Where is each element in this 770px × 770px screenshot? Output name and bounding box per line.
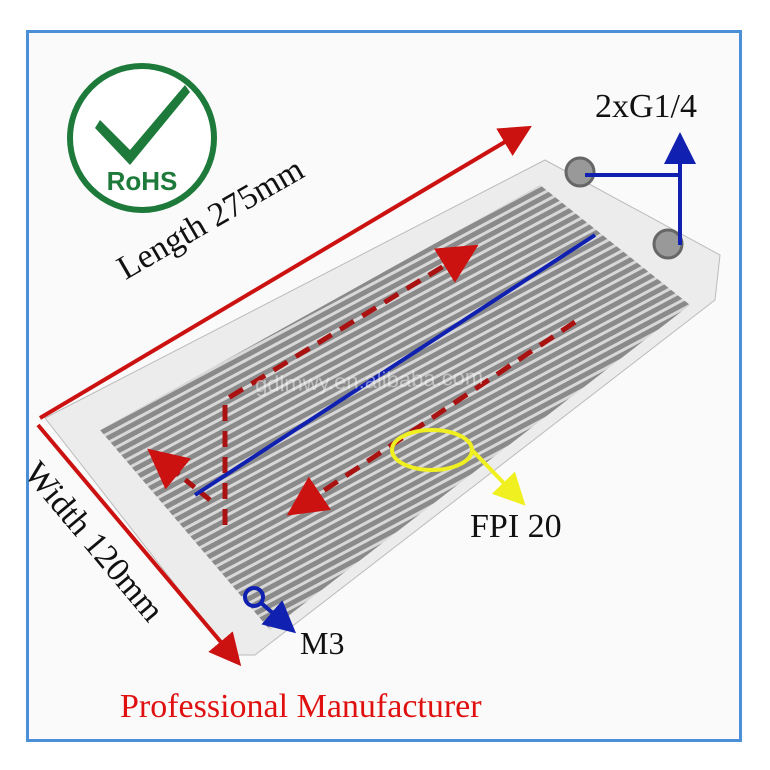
m3-pointer [258,600,297,634]
port-top [564,156,596,188]
m3-hole-marker [243,586,265,608]
flow-path-return [286,319,577,516]
length-arrow [38,125,532,420]
width-arrow [36,423,242,667]
center-line [193,233,597,497]
port-bottom [652,228,684,260]
svg-text:RoHS: RoHS [107,166,178,196]
fpi-pointer [470,448,526,506]
radiator-fins [100,185,690,630]
fpi-label: FPI 20 [470,508,562,545]
flow-path [222,244,479,525]
port-pointer [585,132,696,177]
tagline: Professional Manufacturer [120,688,482,725]
rohs-logo: RoHS [67,63,217,213]
ports-label: 2xG1/4 [595,88,697,125]
m3-label: M3 [300,625,345,661]
